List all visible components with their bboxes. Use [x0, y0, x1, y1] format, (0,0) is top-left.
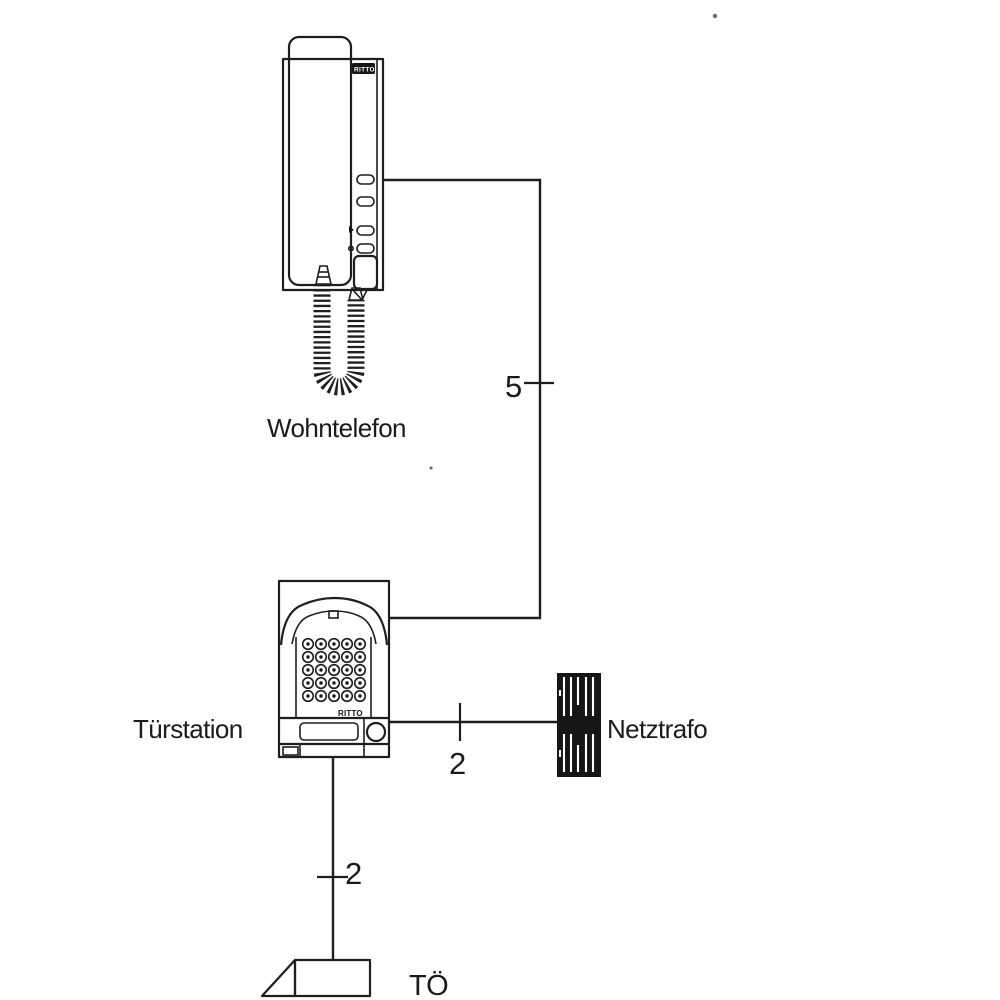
wire-phone-to-doorstation: [383, 178, 554, 620]
scan-speck: [712, 13, 718, 19]
wire-count-doorstation-trafo: 2: [449, 746, 466, 781]
phone-body: [281, 57, 385, 292]
wire-count-phone-doorstation: 5: [505, 369, 522, 404]
tueroeffner-unit: [260, 958, 372, 998]
light-icon: [347, 245, 354, 252]
key-icon: [349, 226, 354, 233]
phone-foot: [351, 289, 369, 302]
netztrafo-unit: [557, 673, 601, 777]
doorstation-body: [277, 579, 391, 759]
netztrafo-label: Netztrafo: [607, 714, 707, 744]
tuerstation-label: Türstation: [133, 714, 243, 744]
phone-brand-logo: RITTO: [352, 63, 375, 74]
doorstation-keypad: [301, 637, 367, 703]
scan-speck: [429, 466, 433, 470]
phone-handset: [287, 35, 353, 287]
bell-button: [365, 721, 387, 743]
name-plate: [299, 722, 359, 741]
trafo-fins: [558, 677, 595, 772]
doorstation-bottom-strip: [282, 744, 365, 757]
wohntelefon-unit: RITTO: [281, 35, 385, 396]
phone-hook: [352, 254, 379, 291]
opener-wedge: [260, 958, 297, 998]
coiled-cord: [313, 284, 365, 396]
wire-doorstation-to-opener: [317, 756, 348, 960]
wohntelefon-label: Wohntelefon: [267, 413, 406, 443]
doorstation-brand-text: RITTO: [338, 709, 363, 718]
doorstation-hood: [279, 596, 389, 646]
tueroeffner-label: TÖ: [409, 970, 448, 1000]
phone-buttons: [347, 174, 375, 254]
opener-body: [293, 958, 372, 998]
phone-brand-text: RITTO: [354, 67, 375, 74]
wire-count-doorstation-opener: 2: [345, 856, 362, 891]
tuerstation-unit: RITTO: [277, 579, 391, 759]
doorstation-bell-band: [279, 716, 389, 746]
wire-doorstation-to-trafo: [389, 703, 558, 741]
